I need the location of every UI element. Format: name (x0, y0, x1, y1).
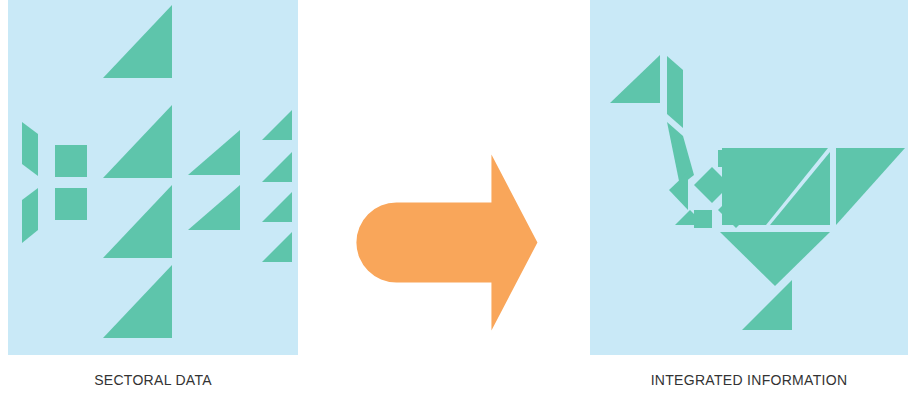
tangram-pieces (22, 5, 905, 338)
panel-caption: INTEGRATED INFORMATION (550, 372, 908, 388)
small-triangle (262, 232, 292, 262)
goose-body-piece (669, 172, 688, 210)
small-triangle (262, 110, 292, 140)
goose-neck (667, 122, 694, 186)
tangram-panel: INTEGRATED INFORMATION (590, 0, 908, 355)
goose-belly (720, 232, 830, 286)
parallelogram (22, 188, 38, 243)
block-arrow (356, 155, 537, 331)
goose-square (718, 192, 754, 228)
goose-foot (742, 280, 792, 330)
large-triangle (103, 185, 172, 258)
large-triangle (103, 5, 172, 78)
goose-tail (836, 148, 905, 225)
goose-body-piece (675, 210, 705, 225)
medium-triangle (188, 185, 240, 230)
large-triangle (103, 105, 172, 178)
goose-body-large (770, 152, 830, 225)
goose-head (610, 55, 660, 103)
goose-neck (667, 56, 683, 128)
large-triangle (103, 265, 172, 338)
goose-square (694, 167, 730, 203)
small-triangle (262, 152, 292, 182)
goose-body-piece (742, 168, 760, 204)
tangram-panel: SECTORAL DATA (8, 0, 298, 355)
square (55, 145, 87, 177)
small-triangle (262, 192, 292, 222)
parallelogram (22, 122, 38, 176)
goose-body-large (722, 148, 828, 225)
panel-caption: SECTORAL DATA (0, 372, 338, 388)
goose-body-piece (718, 150, 736, 167)
medium-triangle (188, 130, 240, 175)
square (55, 188, 87, 220)
goose-body-piece (694, 210, 712, 228)
